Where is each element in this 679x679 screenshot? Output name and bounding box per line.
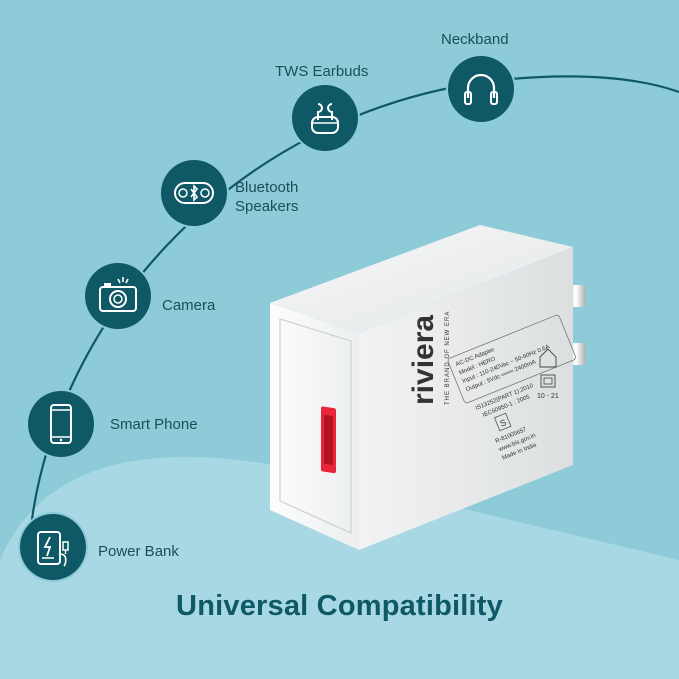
headline: Universal Compatibility	[176, 590, 503, 622]
speaker-icon	[174, 182, 214, 204]
earbuds-icon	[311, 103, 339, 134]
date-code: 10 - 21	[537, 393, 559, 400]
speaker-icon-circle	[161, 160, 227, 226]
power-bank-icon	[37, 531, 69, 567]
neckband-label: Neckband	[441, 31, 509, 48]
neckband-icon-circle	[448, 56, 514, 122]
camera-icon	[99, 277, 137, 312]
bluetooth-speakers-label: Bluetooth Speakers	[235, 178, 298, 216]
power-bank-label: Power Bank	[98, 543, 179, 560]
camera-icon-circle	[85, 263, 151, 329]
tws-earbuds-label: TWS Earbuds	[275, 63, 369, 80]
smartphone-icon	[50, 404, 72, 444]
brand-tagline: THE BRAND OF NEW ERA	[445, 311, 451, 405]
charger-image: riviera THE BRAND OF NEW ERA AC-DC Adapt…	[270, 225, 586, 550]
smart-phone-label: Smart Phone	[110, 416, 198, 433]
smartphone-icon-circle	[28, 391, 94, 457]
bis-mark: S	[498, 417, 507, 429]
bluetooth-speakers-line2: Speakers	[235, 198, 299, 215]
power-bank-icon-circle	[20, 514, 86, 580]
headphones-icon	[464, 73, 498, 105]
bluetooth-speakers-line1: Bluetooth	[235, 179, 299, 196]
camera-label: Camera	[162, 297, 216, 314]
earbuds-icon-circle	[292, 85, 358, 151]
safety-marks: 10 - 21	[537, 348, 559, 400]
brand-logo: riviera	[407, 315, 440, 405]
